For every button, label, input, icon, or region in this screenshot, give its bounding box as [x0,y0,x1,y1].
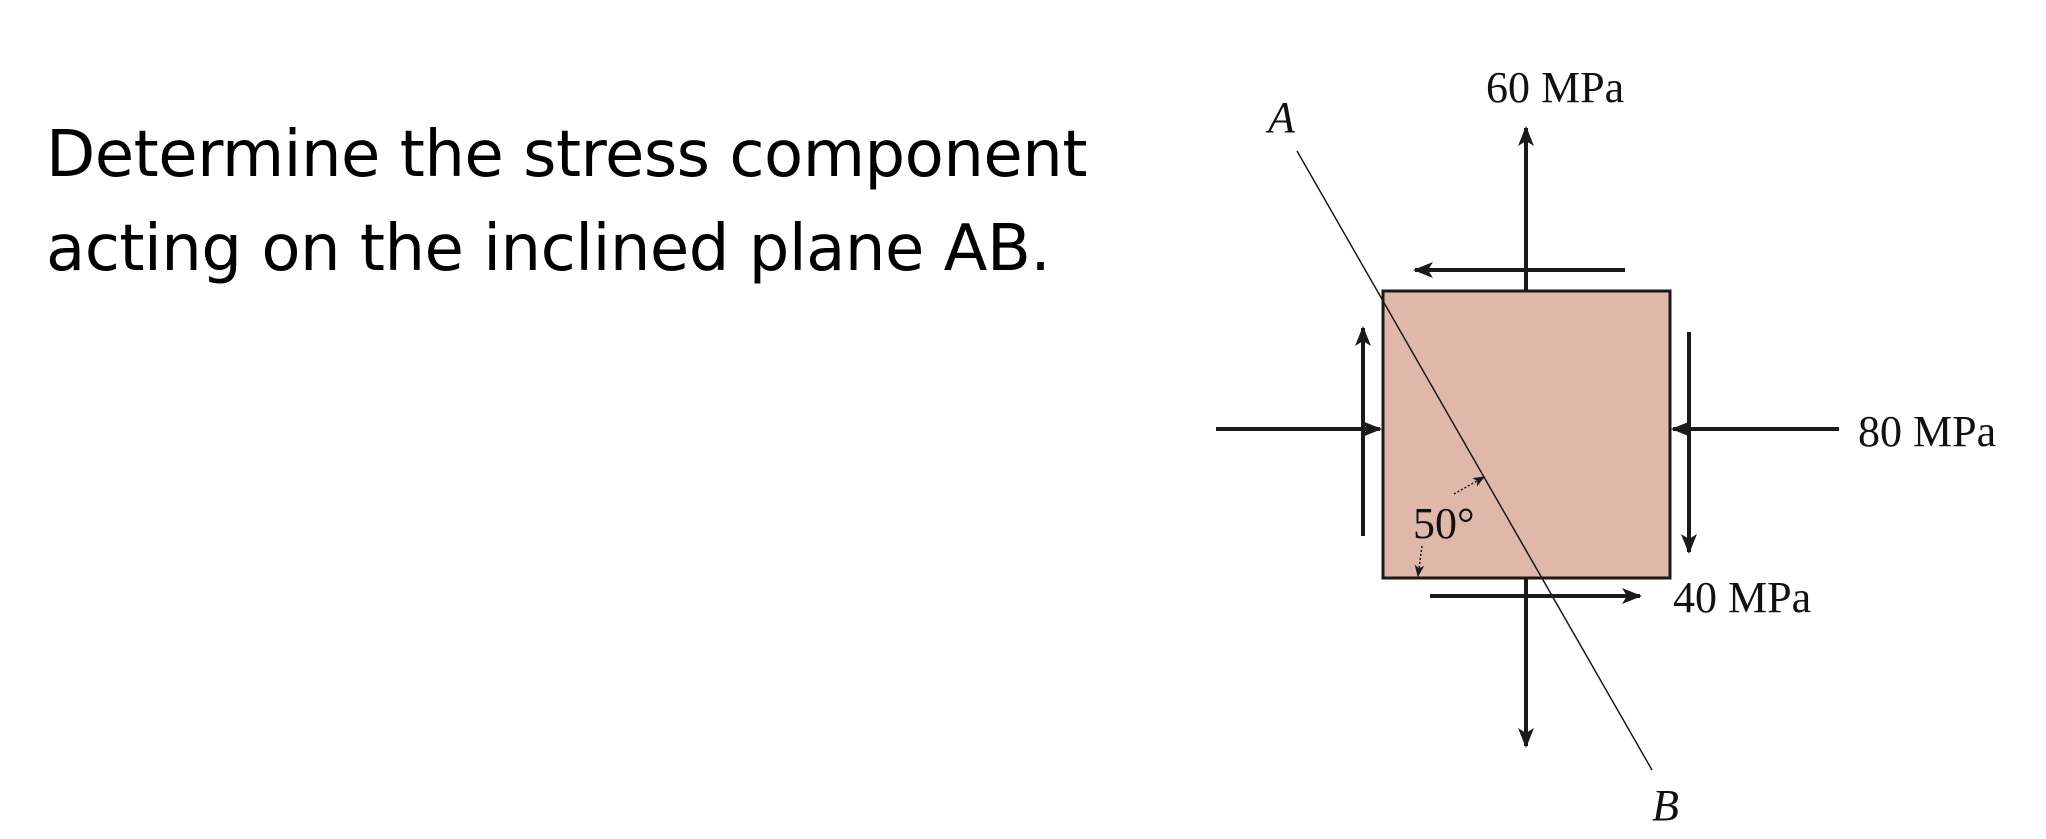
inclined-plane-ab [1296,150,1653,771]
problem-statement: Determine the stress component acting on… [46,108,1087,296]
label-shear-stress: 40 MPa [1673,573,1811,622]
label-point-b: B [1652,781,1679,830]
problem-line-1: Determine the stress component [46,118,1087,192]
label-normal-stress-x: 80 MPa [1858,407,1996,456]
angle-arrow-to-plane [1453,476,1486,495]
label-normal-stress-y: 60 MPa [1486,63,1624,112]
problem-line-2: acting on the inclined plane AB. [46,212,1051,286]
label-point-a: A [1265,93,1296,142]
angle-arrow-to-base [1414,545,1425,578]
label-plane-angle: 50° [1413,499,1475,548]
